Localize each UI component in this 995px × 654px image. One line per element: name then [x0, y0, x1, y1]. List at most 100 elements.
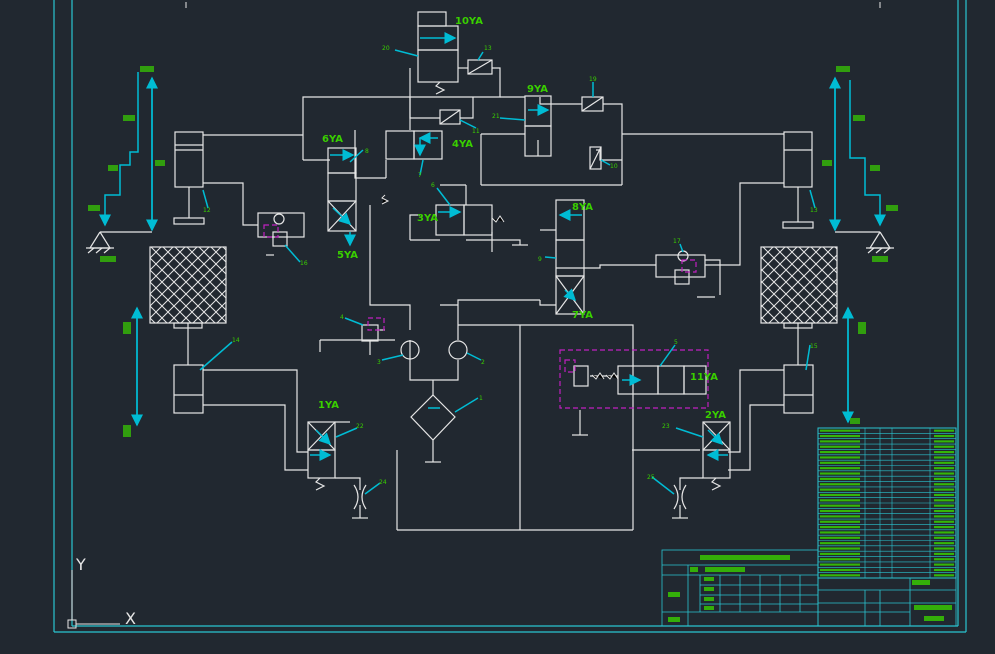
parts-table-row-spec — [934, 558, 954, 561]
parts-table-row-spec — [934, 451, 954, 454]
part-number-19: 19 — [589, 76, 597, 83]
part-number-8: 8 — [365, 148, 369, 155]
parts-table-row-text — [820, 483, 860, 486]
part-number-13: 13 — [810, 207, 818, 214]
part-number-25: 25 — [647, 474, 655, 481]
parts-table-row-spec — [934, 531, 954, 534]
parts-table-row-spec — [934, 563, 954, 566]
parts-table-row-text — [820, 515, 860, 518]
label-6ya: 6YA — [322, 134, 343, 145]
part-number-2: 2 — [481, 359, 485, 366]
parts-table-row-text — [820, 477, 860, 480]
cyan-arrows — [99, 32, 886, 495]
tank-symbols — [266, 244, 715, 519]
drawing-frame — [53, 0, 967, 633]
parts-table-row-text — [820, 467, 860, 470]
part-number-3: 3 — [377, 359, 381, 366]
parts-table-row-text — [820, 520, 860, 523]
label-3ya: 3YA — [417, 213, 438, 224]
parts-table-row-text — [820, 568, 860, 572]
title-block — [661, 549, 957, 627]
parts-table-row-text — [820, 472, 860, 475]
parts-table-row-spec — [934, 536, 954, 539]
label-7ya: 7YA — [572, 310, 593, 321]
left-cylinder-lower — [173, 322, 204, 414]
parts-table-row-spec — [934, 515, 954, 518]
label-8ya: 8YA — [572, 202, 593, 213]
part-number-15: 15 — [810, 343, 818, 350]
label-2ya: 2YA — [705, 410, 726, 421]
part-number-6: 6 — [431, 182, 435, 189]
ground-symbols — [86, 231, 894, 254]
parts-table-row-spec — [934, 488, 954, 491]
part-number-1: 1 — [479, 395, 483, 402]
part-number-13a: 13 — [484, 45, 492, 52]
parts-table-row-spec — [934, 526, 954, 529]
part-number-9: 9 — [538, 256, 542, 263]
title-block-text-marks — [668, 555, 952, 622]
part-number-16: 16 — [300, 260, 308, 267]
part-number-4: 4 — [340, 314, 344, 321]
valve-internal-marks — [381, 194, 619, 380]
parts-table-row-spec — [934, 477, 954, 480]
parts-table-row-spec — [934, 456, 954, 459]
parts-table-row-spec — [934, 493, 954, 497]
left-hatched-mold-block — [149, 246, 227, 324]
part-number-5: 5 — [674, 339, 678, 346]
parts-table-row-text — [820, 558, 860, 561]
parts-table-row-text — [820, 504, 860, 507]
axis-x-label: X — [125, 609, 136, 628]
label-1ya: 1YA — [318, 400, 339, 411]
parts-table-row-text — [820, 563, 860, 566]
parts-table-row-spec — [934, 574, 954, 577]
parts-table-row-text — [820, 488, 860, 491]
parts-table-row-spec — [934, 429, 954, 432]
right-cylinder-upper — [782, 131, 814, 229]
right-hatched-mold-block — [760, 246, 838, 324]
parts-table-row-text — [820, 445, 860, 448]
side-motion-annotations — [88, 66, 898, 437]
parts-table-row-spec — [934, 509, 954, 513]
parts-table-row-spec — [934, 440, 954, 443]
parts-table-row-spec — [934, 520, 954, 523]
directional-valves — [257, 11, 731, 510]
label-10ya: 10YA — [455, 16, 483, 27]
parts-table-row-spec — [934, 461, 954, 464]
parts-table-row-spec — [934, 445, 954, 448]
parts-table-row-spec — [934, 434, 954, 438]
parts-table-row-text — [820, 440, 860, 443]
parts-table-row-spec — [934, 568, 954, 572]
parts-table-row-text — [820, 552, 860, 555]
label-5ya: 5YA — [337, 250, 358, 261]
parts-table-row-text — [820, 499, 860, 502]
part-number-12: 12 — [203, 207, 211, 214]
parts-table-row-spec — [934, 504, 954, 507]
parts-table-row-text — [820, 429, 860, 432]
right-cylinder-lower — [783, 322, 814, 414]
part-number-21: 21 — [492, 113, 500, 120]
part-number-24: 24 — [379, 479, 387, 486]
solenoid-labels: 10YA 9YA 6YA 4YA 3YA 8YA 5YA 7YA 11YA 1Y… — [318, 16, 726, 421]
label-11ya: 11YA — [690, 372, 718, 383]
part-number-11: 11 — [472, 128, 480, 135]
pilot-dashed-lines — [263, 224, 709, 409]
parts-table-row-text — [820, 574, 860, 577]
part-number-20: 20 — [382, 45, 390, 52]
parts-table-row-spec — [934, 467, 954, 470]
parts-table-row-text — [820, 461, 860, 464]
part-numbers: 20 13 11 21 19 10 8 7 6 9 12 13 16 17 4 … — [203, 45, 818, 486]
part-number-10: 10 — [610, 163, 618, 170]
part-number-14: 14 — [232, 337, 240, 344]
label-9ya: 9YA — [527, 84, 548, 95]
parts-table-row-text — [820, 547, 860, 550]
parts-table-row-spec — [934, 483, 954, 486]
part-number-23: 23 — [662, 423, 670, 430]
parts-table-row-spec — [934, 542, 954, 545]
parts-table-row-text — [820, 434, 860, 438]
parts-table-row-spec — [934, 499, 954, 502]
parts-table-row-text — [820, 509, 860, 513]
ucs-axis-icon — [67, 570, 120, 629]
parts-list-table — [817, 427, 957, 579]
